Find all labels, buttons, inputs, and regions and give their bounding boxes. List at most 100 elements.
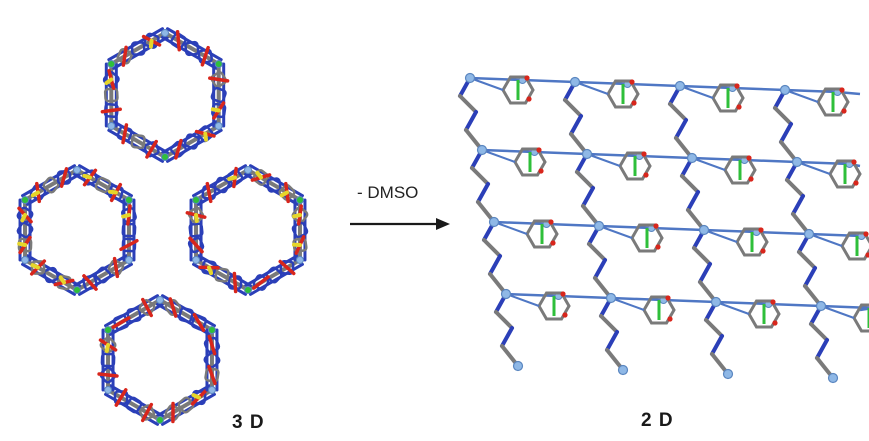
oxygen-atom: [550, 240, 556, 246]
oxygen-atom: [841, 108, 847, 114]
oxygen-atom: [653, 223, 659, 229]
oxygen-bond: [112, 256, 120, 279]
ligand-chain: [458, 94, 478, 114]
oxygen-bond: [119, 238, 139, 252]
metal-link: [627, 82, 681, 88]
oxygen-bond: [278, 259, 296, 276]
ligand-ring: [203, 351, 221, 369]
oxygen-bond: [141, 297, 153, 318]
oxygen-bond: [121, 45, 128, 67]
oxygen-atom: [560, 291, 566, 297]
oxygen-atom: [839, 87, 845, 93]
ligand-chain: [674, 118, 688, 140]
ligand-chain: [698, 262, 712, 284]
metal-link: [534, 150, 588, 156]
grid-node: [698, 224, 710, 236]
oxygen-atom: [746, 155, 752, 161]
ring-link: [679, 85, 714, 99]
oxygen-bond: [252, 275, 270, 290]
oxygen-atom: [748, 176, 754, 182]
oxygen-atom: [631, 100, 637, 106]
metal-link: [715, 300, 769, 306]
framework-node: [104, 386, 113, 394]
ligand-chain: [779, 122, 793, 144]
ligand-ring: [42, 266, 60, 284]
ligand-chain: [563, 98, 583, 118]
structure-2d: [458, 72, 869, 384]
framework-node: [244, 286, 252, 294]
framework-node: [295, 196, 304, 204]
grid-node: [686, 152, 698, 164]
oxygen-atom: [667, 316, 673, 322]
ring-link: [784, 89, 819, 103]
sulfur-bond: [121, 213, 131, 219]
ligand-ring: [81, 169, 99, 186]
ligand-chain: [587, 242, 607, 262]
metal-link: [639, 154, 693, 160]
metal-link: [651, 226, 705, 232]
ring-link: [715, 301, 750, 315]
grid-node: [464, 72, 476, 84]
sulfur-bond: [108, 189, 118, 195]
ligand-ring: [169, 140, 187, 158]
oxygen-bond: [175, 30, 182, 52]
pore-1: [100, 27, 230, 163]
ligand-chain: [815, 338, 829, 360]
grid-node: [791, 156, 803, 168]
metal-link: [493, 220, 547, 226]
oxygen-bond: [100, 107, 122, 114]
ligand-ring: [82, 274, 98, 291]
ring-link: [586, 153, 621, 167]
oxygen-atom: [736, 104, 742, 110]
metal-link: [586, 152, 640, 158]
ligand-ring: [252, 274, 270, 291]
ligand-chain: [692, 246, 712, 266]
ligand-ring: [107, 259, 125, 276]
oxygen-bond: [174, 138, 183, 160]
grid-node: [488, 216, 500, 228]
wall-strand: [109, 31, 167, 66]
ligand-ring: [94, 266, 112, 284]
metal-link: [756, 230, 810, 236]
grid-node: [605, 292, 617, 304]
grid-node: [815, 300, 827, 312]
ligand-chain: [470, 166, 490, 186]
ligand-ring: [187, 206, 205, 224]
ring-link: [481, 149, 516, 163]
arrow-label: - DMSO: [357, 183, 419, 202]
sulfur-bond: [292, 213, 302, 219]
oxygen-atom: [562, 312, 568, 318]
oxygen-bond: [59, 167, 69, 188]
oxygen-bond: [97, 372, 119, 378]
oxygen-bond: [192, 312, 206, 333]
ligand-ring: [266, 177, 282, 193]
ring-link: [493, 221, 528, 235]
ligand-chain: [605, 330, 619, 352]
ligand-chain: [599, 314, 619, 334]
ligand-chain: [668, 102, 688, 122]
ligand-ring: [126, 307, 142, 323]
metal-link: [796, 160, 850, 166]
sulfur-bond: [104, 343, 111, 353]
ring-link: [574, 81, 609, 95]
oxygen-bond: [188, 236, 204, 254]
metal-link: [732, 86, 786, 92]
ligand-ring: [56, 274, 72, 291]
framework-node: [161, 29, 169, 37]
ring-link: [598, 225, 633, 239]
ligand-chain: [488, 254, 502, 276]
grid-node: [617, 364, 629, 376]
sulfur-bond: [210, 107, 221, 113]
oxygen-atom: [641, 151, 647, 157]
ligand-ring: [187, 236, 205, 254]
ligand-ring: [178, 307, 194, 323]
ligand-ring: [130, 133, 146, 150]
ligand-chain: [482, 238, 502, 258]
ring-link: [469, 77, 504, 91]
ligand-ring: [197, 48, 213, 64]
oxygen-bond: [140, 402, 154, 423]
oxygen-atom: [655, 244, 661, 250]
framework-node: [21, 256, 30, 264]
framework-node: [192, 196, 201, 204]
framework-node: [214, 60, 223, 68]
